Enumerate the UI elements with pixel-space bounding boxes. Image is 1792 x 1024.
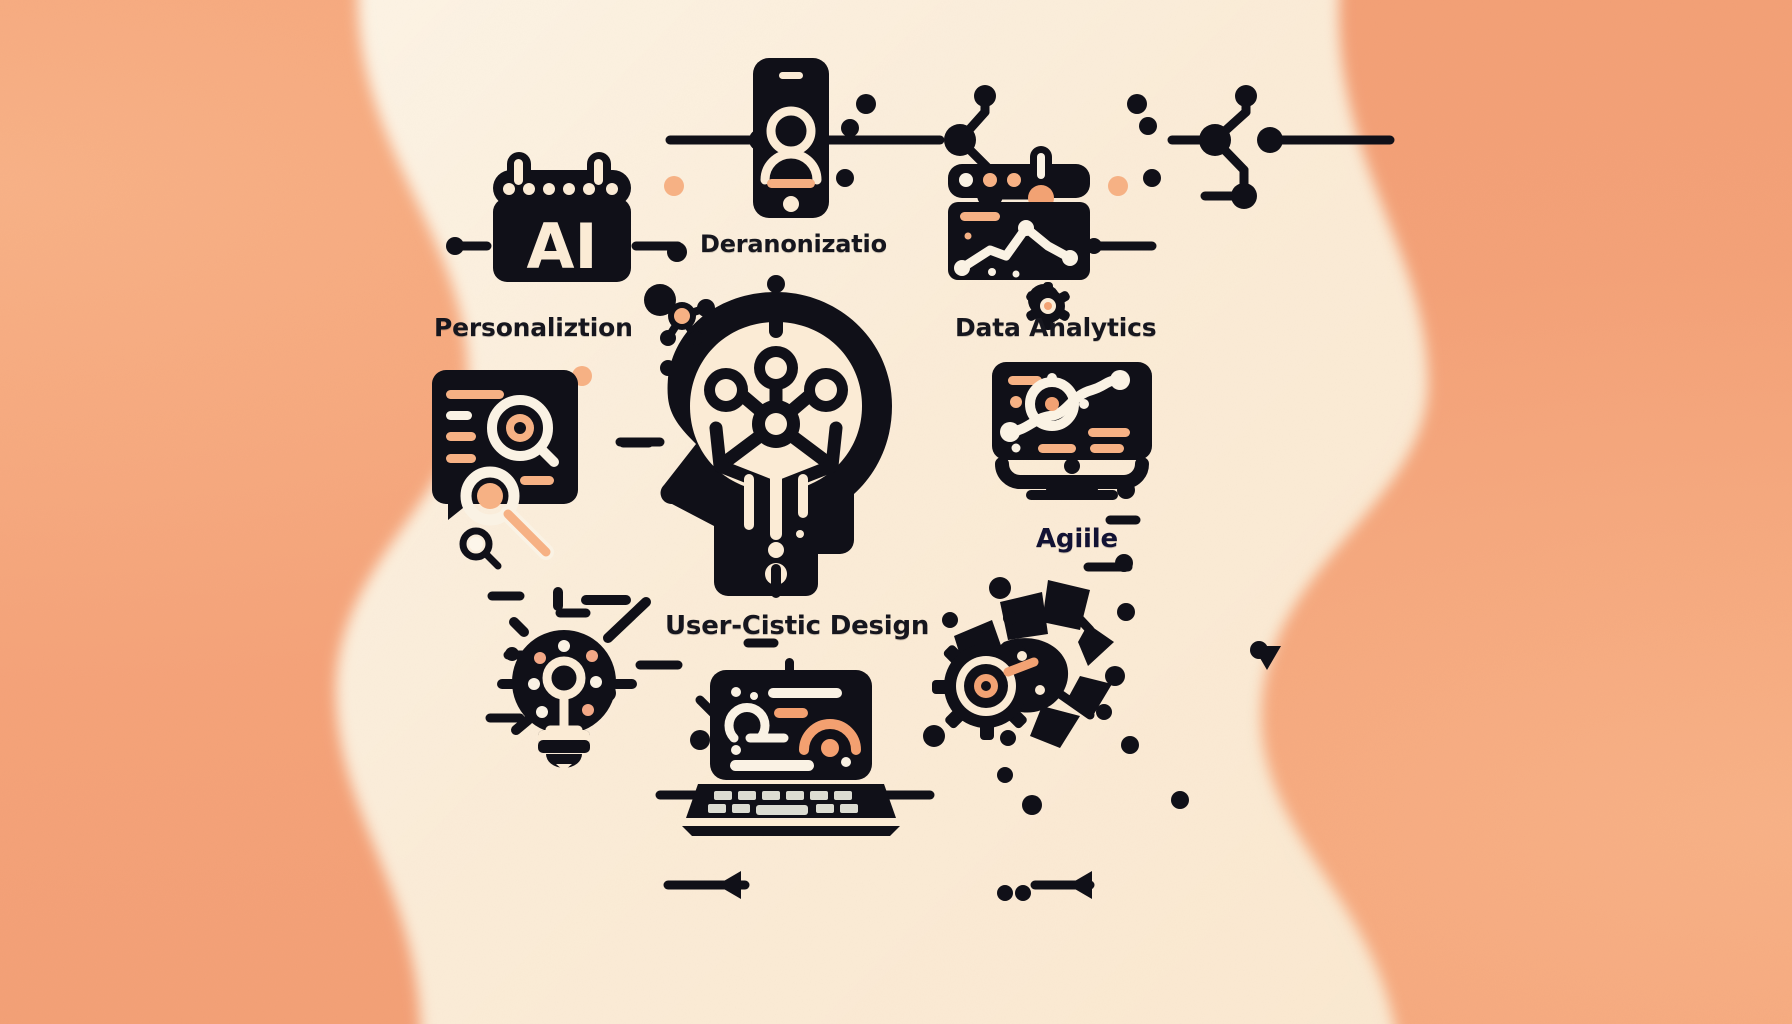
ai-badge-icon: AI: [487, 146, 637, 283]
monitor-analytics-icon: [988, 360, 1156, 502]
smartphone-user-icon: [753, 58, 829, 218]
label-user-cistic-design: User-Cistic Design: [665, 611, 930, 641]
brain-network-icon: [648, 275, 904, 598]
lightbulb-idea-icon: [497, 578, 658, 771]
label-personaliztion: Personaliztion: [434, 313, 633, 342]
label-agiile: Agiile: [1036, 524, 1118, 554]
small-gear-icon: [1024, 282, 1072, 330]
search-document-icon: [428, 366, 598, 570]
label-data-analytics: Data Analytics: [955, 313, 1157, 342]
broken-gear-icon: [923, 577, 1114, 750]
label-deranonizatio: Deranonizatio: [700, 230, 887, 258]
ai-badge-caption: AI: [526, 210, 597, 283]
molecule-icon: [648, 282, 718, 352]
analytics-window-icon: [948, 146, 1090, 280]
laptop-ux-icon: [682, 658, 900, 838]
